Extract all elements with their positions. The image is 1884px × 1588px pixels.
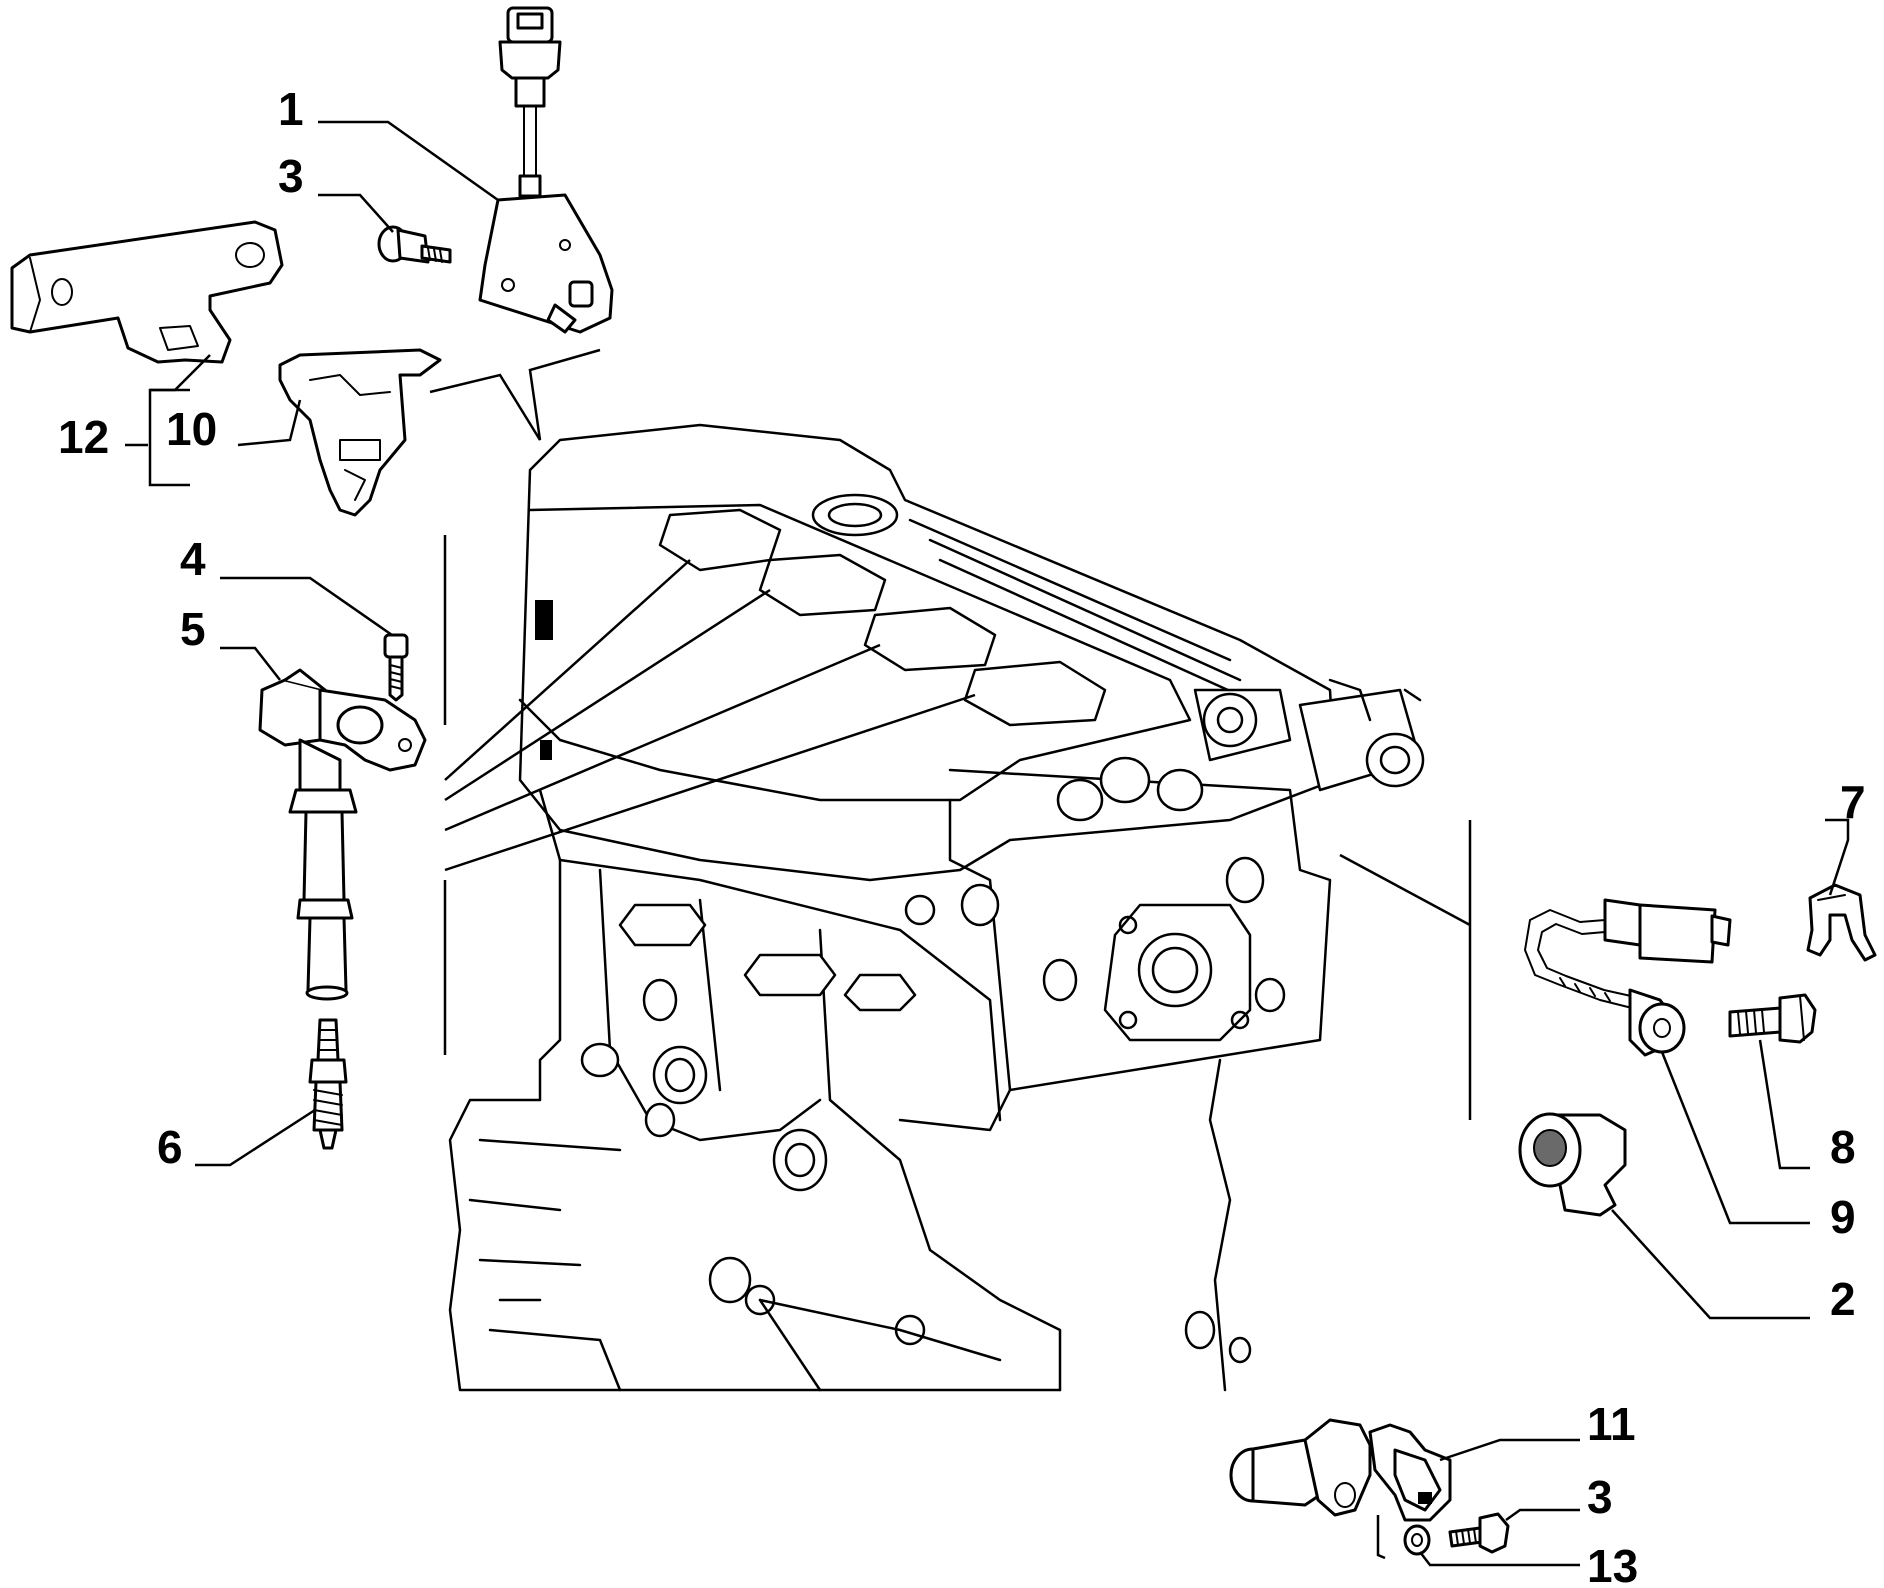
callout-labels: 1 3 12 10 4 5 6 7 8 9 2 11 3 13: [58, 83, 1866, 1588]
assembly-indicator-lines: [429, 348, 1472, 1120]
callout-5: 5: [180, 603, 206, 655]
engine-block: [448, 423, 1425, 1392]
callout-7: 7: [1840, 776, 1866, 828]
part-6-spark-plug: [308, 1018, 348, 1150]
part-7-hose-clip: [1806, 883, 1877, 962]
callout-1: 1: [278, 83, 304, 135]
callout-12: 12: [58, 411, 109, 463]
part-2-sensor-body: [1518, 1112, 1627, 1217]
part-3-bolt-top: [377, 225, 452, 264]
callout-6: 6: [157, 1121, 183, 1173]
part-8-bolt: [1728, 993, 1817, 1044]
part-1-ignition-coil-harness: [478, 6, 614, 334]
callout-3-top: 3: [278, 150, 304, 202]
callout-13: 13: [1587, 1540, 1638, 1588]
callout-8: 8: [1830, 1121, 1856, 1173]
part-3-bolt-bottom: [1448, 1512, 1510, 1554]
callout-11: 11: [1587, 1398, 1636, 1450]
part-4-screw: [383, 633, 409, 702]
callout-10: 10: [166, 403, 217, 455]
part-13-washer: [1403, 1524, 1431, 1556]
leader-lines: [125, 120, 1850, 1567]
callout-9: 9: [1830, 1191, 1856, 1243]
callout-3-bottom: 3: [1587, 1471, 1613, 1523]
part-11-cam-sensor: [1229, 1418, 1452, 1522]
callout-2: 2: [1830, 1273, 1856, 1325]
part-12-bracket-plate: [10, 220, 284, 364]
part-5-ignition-coil: [258, 668, 427, 1001]
part-10-clip-bracket: [278, 348, 442, 517]
callout-4: 4: [180, 533, 206, 585]
part-9-knock-sensor-harness: [1524, 898, 1732, 1057]
